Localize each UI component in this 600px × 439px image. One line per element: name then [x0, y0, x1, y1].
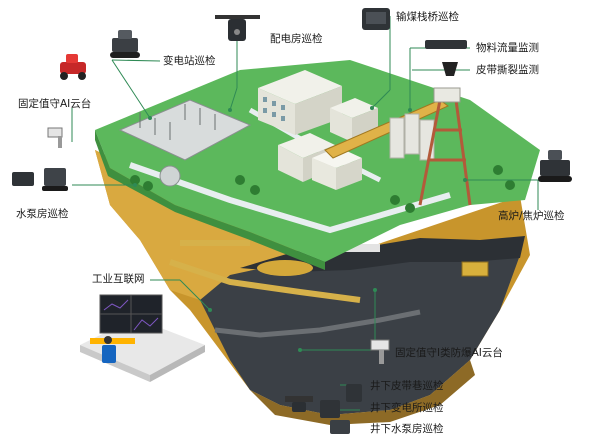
label-pump-room-patrol: 水泵房巡检	[16, 208, 69, 220]
underground-substation-robot-icon	[320, 400, 340, 418]
tunnel-belt-roadway	[169, 259, 361, 303]
flow-sensor-icon	[425, 40, 467, 49]
label-coal-trestle-patrol: 输煤栈桥巡检	[396, 11, 459, 23]
tunnel-chamber	[257, 260, 313, 276]
grass-edge	[95, 130, 325, 270]
rock-bottom-edge	[250, 360, 475, 425]
pump-room-robot-icon	[12, 168, 68, 191]
underground-pump-robot-icon	[330, 384, 362, 434]
trees	[130, 165, 515, 213]
silo-group	[389, 113, 435, 161]
label-blast-furnace-patrol: 高炉/焦炉巡检	[498, 210, 565, 222]
building-main	[258, 70, 342, 135]
tank	[159, 165, 181, 187]
building-warehouse	[312, 147, 362, 190]
label-substation-patrol: 变电站巡检	[163, 55, 216, 67]
tunnel-lower	[214, 309, 421, 338]
tracked-robot-icon	[110, 30, 140, 58]
road	[129, 162, 451, 234]
underground-belt-robot-icon	[285, 396, 313, 412]
drone-camera-icon	[215, 15, 260, 41]
label-distribution-room-patrol: 配电房巡检	[270, 33, 323, 45]
rail-robot-icon	[362, 8, 390, 30]
control-room	[80, 294, 205, 382]
tunnel-segment	[180, 240, 250, 246]
leader-lines	[71, 16, 539, 411]
tunnel-segment-2	[330, 244, 380, 252]
leader-dots	[133, 106, 467, 352]
belt-tear-device-icon	[442, 62, 458, 76]
substation-yard	[118, 99, 252, 161]
label-material-flow-monitoring: 物料流量监测	[476, 42, 539, 54]
headframe-tower	[418, 99, 472, 206]
label-industrial-internet: 工业互联网	[92, 273, 145, 285]
label-fixed-duty-ai-gimbal: 固定值守AI云台	[18, 98, 92, 110]
label-underground-belt-roadway-patrol: 井下皮带巷巡检	[370, 380, 444, 392]
explosion-proof-camera-icon	[370, 339, 390, 364]
underground-machine	[461, 261, 489, 277]
label-underground-pump-room-patrol: 井下水泵房巡检	[370, 423, 444, 435]
label-underground-substation-patrol: 井下变电所巡检	[370, 402, 444, 414]
ptz-camera-icon	[47, 127, 63, 148]
label-belt-tear-monitoring: 皮带撕裂监测	[476, 64, 539, 76]
tower-head	[433, 87, 461, 103]
substation-equipment	[139, 104, 216, 140]
blast-furnace-robot-icon	[538, 150, 572, 182]
red-robot-icon	[60, 54, 86, 80]
label-fixed-duty-explosion-proof-ai-gimbal: 固定值守Ⅰ类防爆AI云台	[395, 347, 503, 359]
